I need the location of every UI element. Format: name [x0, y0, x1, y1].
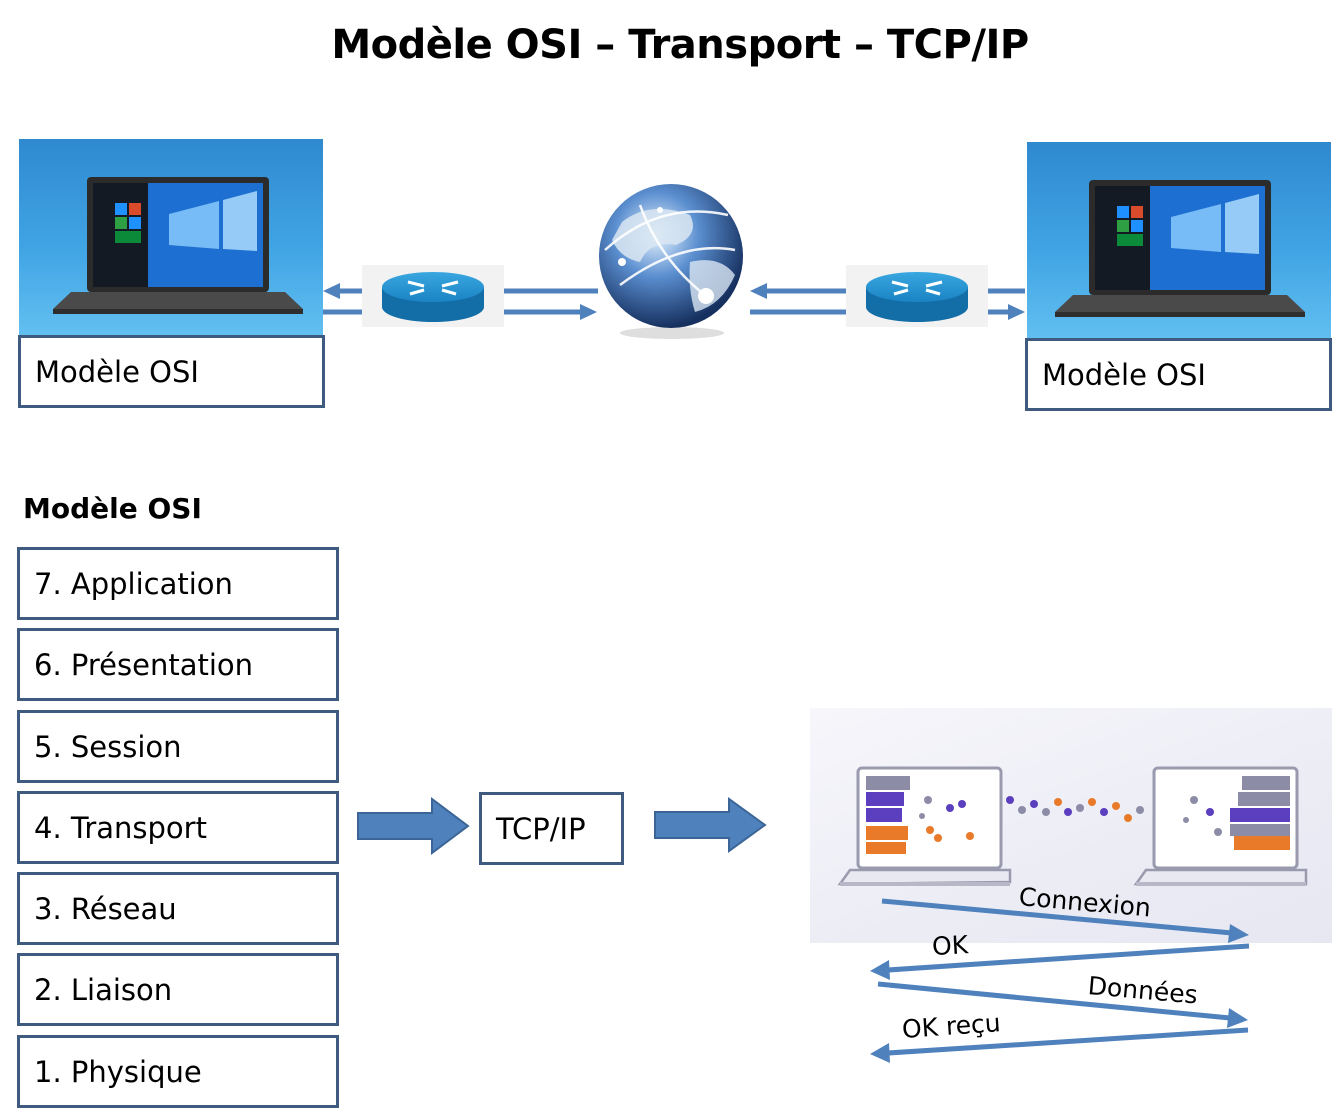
router-icon [846, 265, 988, 327]
router-icon [362, 265, 504, 327]
osi-heading: Modèle OSI [23, 492, 202, 525]
network-diagram [323, 184, 1025, 339]
laptop-icon [837, 766, 1012, 886]
laptop-icon [1133, 766, 1308, 886]
osi-layer-label: 5. Session [34, 729, 182, 764]
osi-layer-label: 2. Liaison [34, 972, 173, 1007]
left-osi-box: Modèle OSI [18, 335, 325, 408]
puzzle-pieces [1006, 796, 1144, 822]
transfer-illustration-drawing [837, 766, 1308, 886]
laptop-icon [53, 177, 303, 314]
right-osi-box: Modèle OSI [1025, 338, 1332, 411]
osi-layer-6: 6. Présentation [17, 628, 339, 701]
arrow-connexion [881, 898, 1249, 943]
right-osi-label: Modèle OSI [1042, 357, 1206, 392]
page-title: Modèle OSI – Transport – TCP/IP [331, 22, 1029, 68]
message-ok: OK [931, 930, 969, 961]
osi-layer-label: 6. Présentation [34, 647, 254, 682]
osi-layer-4: 4. Transport [17, 791, 339, 864]
arrow-ok [870, 943, 1250, 980]
arrow-to-left-computer [323, 283, 362, 299]
globe-network-icon [599, 184, 743, 339]
osi-layer-7: 7. Application [17, 547, 339, 620]
osi-layer-label: 7. Application [34, 566, 233, 601]
laptop-icon [1055, 180, 1305, 317]
arrow-router-to-globe-right [750, 283, 846, 299]
arrow-to-right-computer [988, 304, 1025, 320]
osi-layer-3: 3. Réseau [17, 872, 339, 945]
block-arrow-tcp-to-diagram [654, 797, 767, 853]
tcp-ip-label: TCP/IP [496, 811, 586, 846]
arrow-donnees [877, 981, 1248, 1028]
arrow-router-to-globe [504, 304, 597, 320]
arrow-ok-recu [870, 1027, 1249, 1063]
left-computer-image [19, 139, 323, 335]
right-computer-image [1027, 142, 1331, 340]
osi-layer-1: 1. Physique [17, 1035, 339, 1108]
block-arrow-transport-to-tcp [357, 797, 470, 855]
osi-layer-2: 2. Liaison [17, 953, 339, 1026]
osi-layer-label: 4. Transport [34, 810, 207, 845]
osi-layer-5: 5. Session [17, 710, 339, 783]
left-osi-label: Modèle OSI [35, 354, 199, 389]
tcp-ip-box: TCP/IP [479, 792, 624, 865]
osi-layer-label: 3. Réseau [34, 891, 177, 926]
osi-layer-label: 1. Physique [34, 1054, 202, 1089]
